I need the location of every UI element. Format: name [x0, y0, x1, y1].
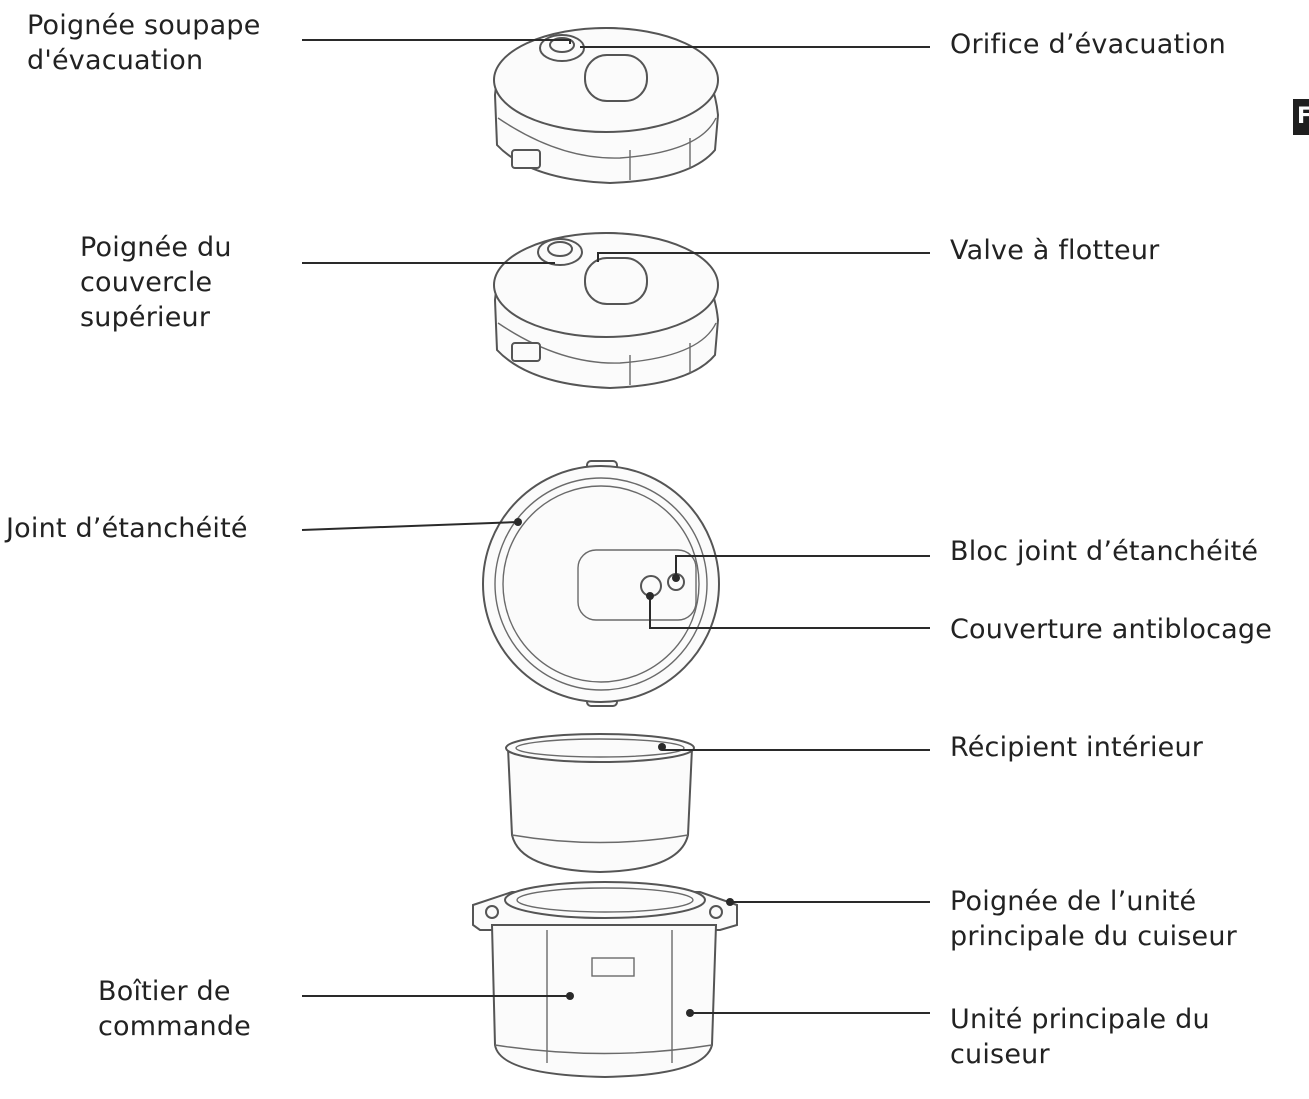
leader-lines [301, 39, 930, 1014]
label-joint-etancheite: Joint d’étanchéité [6, 513, 248, 544]
label-boitier-commande: Boîtier de commande [98, 976, 251, 1042]
label-recipient-interieur: Récipient intérieur [950, 732, 1204, 763]
pressure-lid-icon [493, 26, 720, 185]
lid-underside-icon [482, 460, 720, 707]
pressure-lid-icon [493, 231, 720, 390]
label-poignee-soupape: Poignée soupape d'évacuation [27, 10, 261, 76]
section-tab: F [1293, 99, 1309, 135]
label-unite-principale: Unité principale du cuiseur [950, 1004, 1210, 1070]
label-poignee-unite: Poignée de l’unité principale du cuiseur [950, 886, 1237, 952]
label-valve-flotteur: Valve à flotteur [950, 235, 1160, 266]
label-orifice-evacuation: Orifice d’évacuation [950, 29, 1226, 60]
label-poignee-couvercle: Poignée du couvercle supérieur [80, 232, 232, 333]
inner-pot-icon [505, 733, 695, 874]
cooker-base-icon [472, 881, 738, 1079]
label-bloc-joint: Bloc joint d’étanchéité [950, 536, 1259, 567]
label-couverture-antiblocage: Couverture antiblocage [950, 614, 1273, 645]
